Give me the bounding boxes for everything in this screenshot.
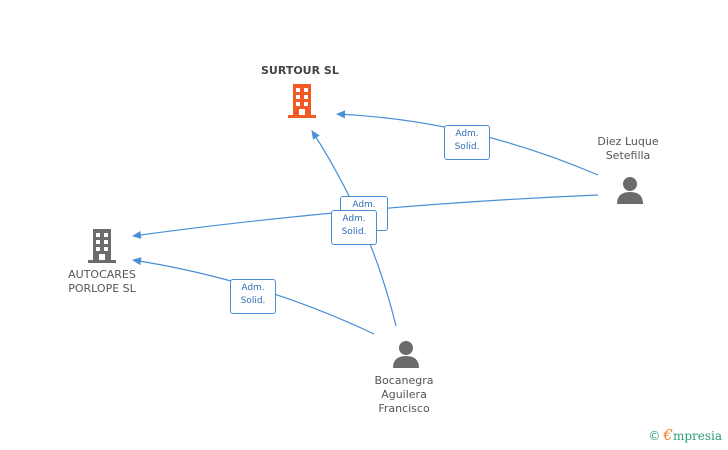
person-name-line: Diez Luque (597, 135, 659, 148)
person-name-line: Bocanegra (374, 374, 434, 387)
edge-label-bocanegra-autocares: Adm. Solid. (230, 279, 276, 314)
empresia-logo-initial: € (663, 426, 673, 444)
person-name-line: Aguilera (381, 388, 427, 401)
person-name-bocanegra[interactable]: Bocanegra Aguilera Francisco (354, 374, 454, 416)
company-name-line: AUTOCARES (68, 268, 136, 281)
role-line: Solid. (454, 142, 480, 152)
empresia-logo-text: mpresia (672, 429, 722, 443)
person-icon[interactable] (615, 175, 645, 205)
company-name-autocares[interactable]: AUTOCARES PORLOPE SL (52, 268, 152, 296)
role-line: Adm. (342, 214, 366, 224)
edge-label-diez-surtour: Adm. Solid. (444, 125, 490, 160)
person-icon[interactable] (391, 339, 421, 369)
company-name-surtour[interactable]: SURTOUR SL (261, 64, 339, 77)
role-line: Adm. (352, 200, 376, 210)
person-name-diez[interactable]: Diez Luque Setefilla (578, 135, 678, 163)
copyright-icon: © (648, 429, 661, 443)
person-name-line: Setefilla (605, 149, 651, 162)
building-icon[interactable] (287, 83, 317, 119)
company-name-line: PORLOPE SL (68, 282, 136, 295)
role-line: Adm. (241, 283, 265, 293)
role-line: Solid. (240, 296, 266, 306)
role-line: Solid. (341, 227, 367, 237)
person-name-line: Francisco (378, 402, 430, 415)
edge-label-diez-autocares: Adm. Solid. (331, 210, 377, 245)
copyright-notice: ©€mpresia (648, 426, 722, 444)
role-line: Adm. (455, 129, 479, 139)
building-icon[interactable] (87, 228, 117, 264)
